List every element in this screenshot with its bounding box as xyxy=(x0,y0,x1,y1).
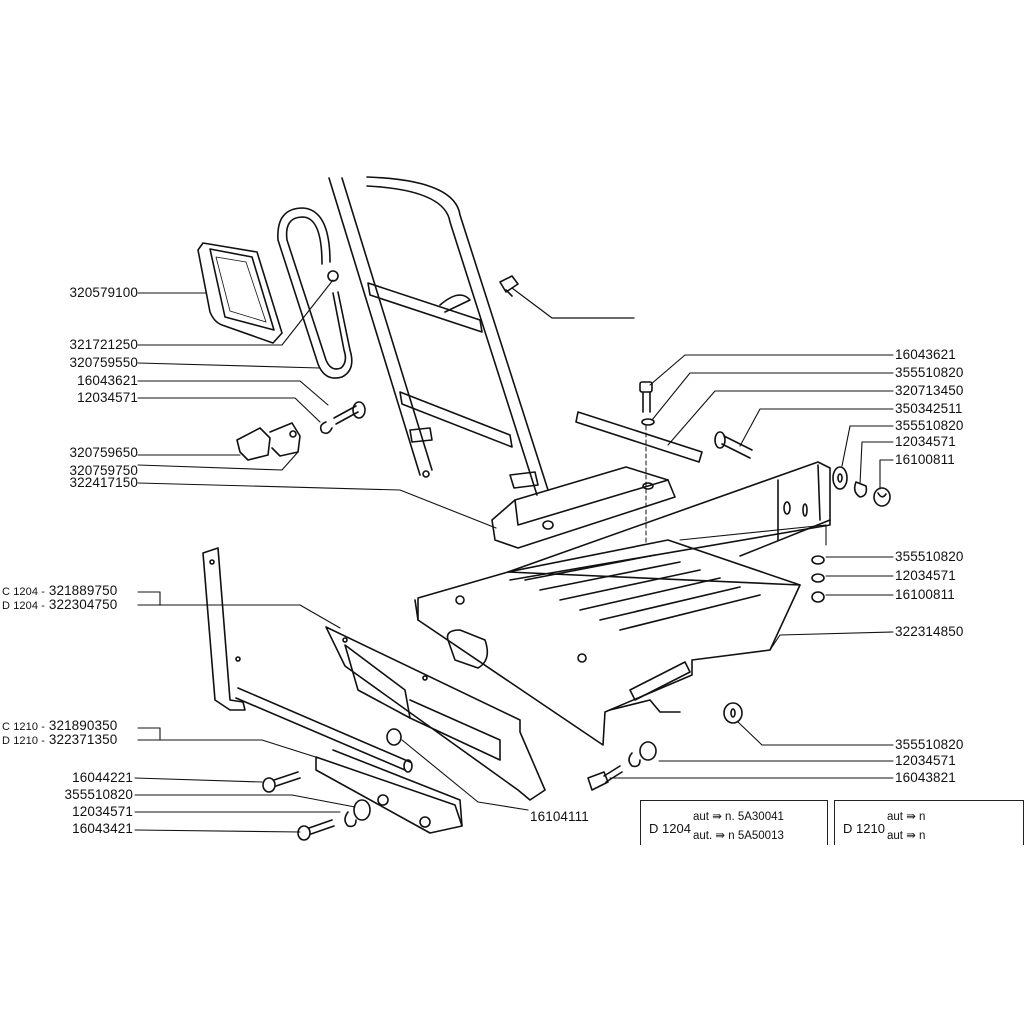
washer-nut-top-right-icon xyxy=(832,466,891,507)
part-label-12034571-left: 12034571 xyxy=(77,390,138,405)
part-label-320759750: 320759750 xyxy=(69,463,138,478)
leader-lines-right xyxy=(609,354,894,779)
bolt-lower-left-icon xyxy=(262,771,371,841)
bolt-right-icon xyxy=(639,381,655,546)
channel-bracket-icon xyxy=(315,749,463,834)
note-line: aut. ⇛ n 5A50013 xyxy=(693,830,784,842)
part-label-c1204: C 1204 - 321889750 xyxy=(2,583,118,599)
part-label-16043821: 16043821 xyxy=(895,770,956,785)
part-label-322314850: 322314850 xyxy=(895,624,964,639)
reflector-plate-icon xyxy=(197,242,283,344)
part-label-320579100: 320579100 xyxy=(69,285,138,300)
part-label-12034571-r1: 12034571 xyxy=(895,434,956,449)
note-model: D 1210 xyxy=(843,821,885,836)
rubber-strip-icon xyxy=(575,411,703,463)
part-label-16043621-left: 16043621 xyxy=(77,373,138,388)
leader-lines-left xyxy=(134,279,529,833)
spacer-icon xyxy=(386,728,402,746)
part-label-320759650: 320759650 xyxy=(69,445,138,460)
part-label-355510820-r4: 355510820 xyxy=(895,737,964,752)
serial-note-d1210: D 1210 aut ⇛ n aut ⇛ n xyxy=(834,800,1024,845)
clamp-bracket-icon xyxy=(236,422,301,461)
part-label-d1204: D 1204 - 322304750 xyxy=(2,597,118,613)
note-model: D 1204 xyxy=(649,821,691,836)
bolt-left-icon xyxy=(319,401,366,435)
side-panel-icon xyxy=(325,626,546,801)
serial-note-d1204: D 1204 aut ⇛ n. 5A30041 aut. ⇛ n 5A50013 xyxy=(640,800,828,845)
note-line: aut ⇛ n xyxy=(887,811,926,823)
part-label-12034571-r3: 12034571 xyxy=(895,753,956,768)
part-label-d1210: D 1210 - 322371350 xyxy=(2,732,118,748)
note-line: aut ⇛ n. 5A30041 xyxy=(693,811,784,823)
part-label-16044221: 16044221 xyxy=(72,770,133,785)
part-label-355510820-r2: 355510820 xyxy=(895,418,964,433)
part-label-16043421: 16043421 xyxy=(72,821,133,836)
part-label-320759550: 320759550 xyxy=(69,355,138,370)
seat-bracket-icon xyxy=(491,466,676,549)
part-label-322417150: 322417150 xyxy=(69,475,138,490)
support-bar-icon xyxy=(202,547,413,773)
part-label-321721250: 321721250 xyxy=(69,337,138,352)
part-label-355510820-left: 355510820 xyxy=(64,787,133,802)
part-label-355510820-r1: 355510820 xyxy=(895,365,964,380)
note-line: aut ⇛ n xyxy=(887,830,926,842)
part-label-350342511: 350342511 xyxy=(895,401,963,416)
long-bolt-icon xyxy=(714,431,753,459)
part-label-16043621-right: 16043621 xyxy=(895,347,956,362)
part-label-320713450: 320713450 xyxy=(895,383,964,398)
loop-handle-icon xyxy=(277,207,353,379)
step-platform-icon xyxy=(414,539,801,746)
ladder-frame-icon xyxy=(328,176,549,496)
part-label-16100811-r1: 16100811 xyxy=(895,452,955,467)
part-label-12034571-r2: 12034571 xyxy=(895,568,956,583)
frame-bolt-icon xyxy=(499,275,519,297)
part-label-c1210: C 1210 - 321890350 xyxy=(2,718,118,734)
part-label-12034571-lower-left: 12034571 xyxy=(72,804,133,819)
part-label-355510820-r3: 355510820 xyxy=(895,549,964,564)
washer-nut-bottom-right-icon xyxy=(587,702,743,791)
nut-stack-icon xyxy=(811,555,825,603)
part-label-16100811-r2: 16100811 xyxy=(895,587,955,602)
part-label-16104111: 16104111 xyxy=(530,809,589,824)
